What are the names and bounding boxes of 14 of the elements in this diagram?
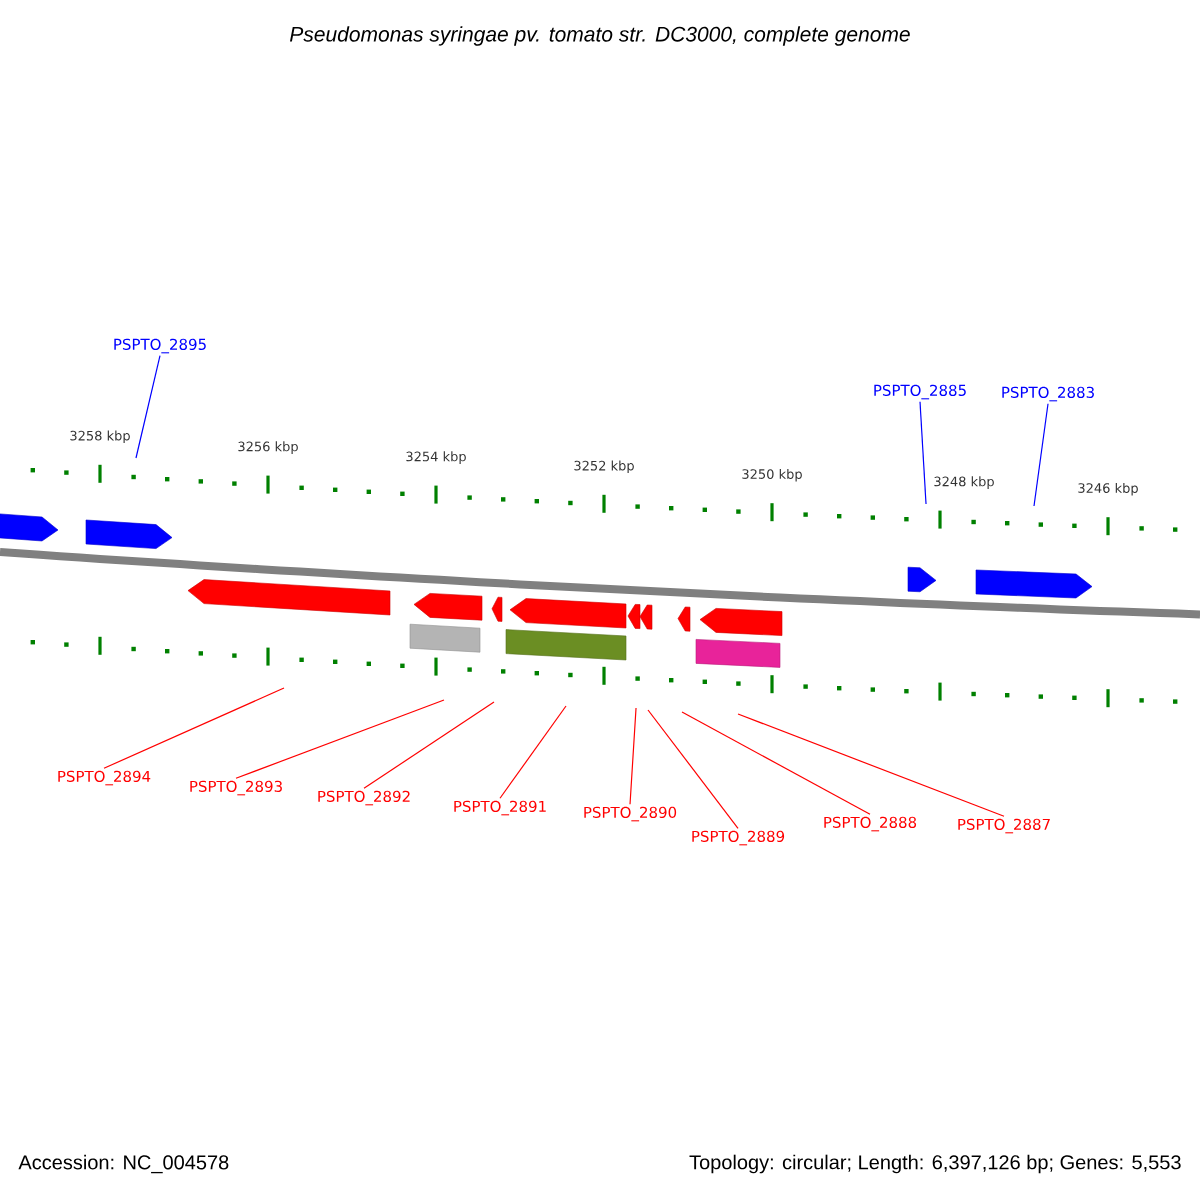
leader-line <box>647 709 739 829</box>
leader-line <box>235 699 445 779</box>
leader-line <box>737 713 1005 817</box>
genome-stats-text: Topology: circular; Length: 6,397,126 bp; Genes: 5,553 <box>689 1154 1181 1174</box>
leader-line <box>629 707 637 805</box>
leader-line <box>1033 403 1049 507</box>
leader-line <box>919 401 927 505</box>
leader-line <box>681 711 871 815</box>
leader-line <box>499 705 567 799</box>
leader-line <box>363 701 495 789</box>
title: Pseudomonas syringae pv. tomato str. DC3000, complete genome <box>289 26 910 46</box>
accession-text: Accession: NC_004578 <box>18 1154 229 1174</box>
leader-line <box>103 687 285 769</box>
leader-line <box>135 355 161 459</box>
